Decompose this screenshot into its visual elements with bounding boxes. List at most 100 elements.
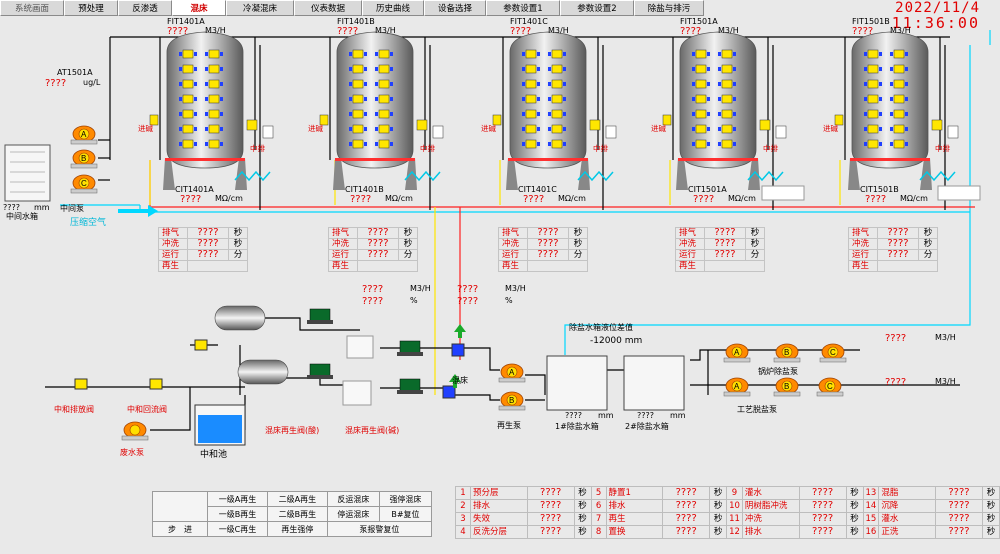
regen-force-stop-button[interactable]: 再生强停	[266, 521, 328, 537]
step-button[interactable]: 步 进	[152, 521, 208, 537]
pump-alarm-reset-button[interactable]: 泵报警复位	[326, 521, 433, 537]
inlet-label-2: 进碱	[481, 124, 496, 133]
step-name: 正洗	[878, 525, 937, 539]
svg-text:B: B	[784, 382, 789, 391]
inlet-label-1: 进碱	[308, 124, 323, 133]
intermediate-pump-label: 中间泵	[60, 204, 84, 213]
fit-unit-4: M3/H	[890, 26, 911, 35]
fit-value-2: ????	[510, 26, 532, 37]
boiler-pump-c[interactable]: C	[819, 343, 847, 363]
b-reset-button[interactable]: B#复位	[378, 506, 433, 522]
stage1a-regen-button[interactable]: 一级A再生	[207, 491, 268, 507]
step-name: 置换	[605, 525, 664, 539]
acid-metering-pump[interactable]	[307, 308, 333, 324]
step-number: 15	[862, 512, 880, 526]
step-unit: 秒	[845, 486, 864, 500]
param-value: ????	[704, 227, 746, 239]
step-name: 冲洗	[741, 512, 800, 526]
svg-text:A: A	[509, 368, 515, 377]
step-number: 4	[455, 525, 471, 539]
intermediate-pump-b[interactable]: B	[70, 149, 98, 169]
param-label: 排气	[158, 227, 188, 239]
step-number: 10	[726, 499, 743, 513]
param-value: ????	[877, 249, 919, 261]
step-unit: 秒	[845, 512, 864, 526]
acid-transfer-pump[interactable]	[397, 340, 423, 356]
process-pump-b[interactable]: B	[773, 377, 801, 397]
process-pump-c[interactable]: C	[816, 377, 844, 397]
tab-3[interactable]: 混床	[172, 0, 226, 16]
force-stop-mixbed-button[interactable]: 强停混床	[378, 491, 433, 507]
tab-7[interactable]: 设备选择	[424, 0, 486, 16]
param-value: ????	[704, 249, 746, 261]
process-flow-value: ????	[885, 377, 907, 388]
fit-value-0: ????	[167, 26, 189, 37]
boiler-flow-value: ????	[885, 333, 907, 344]
fit-label-0: FIT1401A	[167, 17, 205, 26]
intermediate-pump-a[interactable]: A	[70, 125, 98, 145]
param-label: 运行	[498, 249, 528, 261]
param-unit: 秒	[398, 227, 418, 239]
tab-10[interactable]: 除盐与排污	[634, 0, 704, 16]
clock: 2022/11/4 11:36:00	[892, 1, 980, 31]
tab-8[interactable]: 参数设置1	[486, 0, 560, 16]
boiler-pump-a[interactable]: A	[723, 343, 751, 363]
compressed-air-label: 压缩空气	[70, 218, 107, 228]
alkali-metering-pump[interactable]	[307, 363, 333, 379]
tank2-level-value: ????	[637, 411, 654, 420]
fit-label-3: FIT1501A	[680, 17, 718, 26]
process-pump-a[interactable]: A	[723, 377, 751, 397]
intermediate-pump-c[interactable]: C	[70, 174, 98, 194]
step-number: 16	[862, 525, 880, 539]
cit-value-2: ????	[523, 194, 545, 205]
step-value: ????	[935, 525, 983, 539]
cit-unit-4: MΩ/cm	[900, 194, 928, 203]
inlet-label-0: 进碱	[138, 124, 153, 133]
stage1b-regen-button[interactable]: 一级B再生	[207, 506, 268, 522]
svg-text:B: B	[784, 348, 789, 357]
stop-mixbed-button[interactable]: 停运混床	[326, 506, 380, 522]
fit-unit-0: M3/H	[205, 26, 226, 35]
boiler-flow-unit: M3/H	[935, 333, 956, 342]
alkali-valve-label: 混床再生阀(碱)	[345, 426, 400, 435]
boiler-pump-b[interactable]: B	[773, 343, 801, 363]
step-number: 5	[590, 486, 607, 500]
fit-unit-1: M3/H	[375, 26, 396, 35]
param-label: 再生	[158, 260, 188, 272]
param-unit: 秒	[228, 227, 248, 239]
param-unit: 分	[568, 249, 588, 261]
tab-1[interactable]: 预处理	[64, 0, 118, 16]
at-unit: ug/L	[83, 78, 101, 87]
stage2b-regen-button[interactable]: 二级B再生	[266, 506, 328, 522]
stage2a-regen-button[interactable]: 二级A再生	[266, 491, 328, 507]
step-name: 沉降	[878, 499, 937, 513]
tab-4[interactable]: 冷凝混床	[226, 0, 294, 16]
step-number: 8	[590, 525, 607, 539]
alkali-drum	[237, 359, 289, 385]
regen-pump-b[interactable]: B	[498, 391, 526, 411]
run-mixbed-button[interactable]: 反运混床	[326, 491, 380, 507]
cit-label-3: CIT1501A	[688, 185, 727, 194]
regen-pump-a[interactable]: A	[498, 363, 526, 383]
alkali-transfer-pump[interactable]	[397, 378, 423, 394]
waste-pump[interactable]	[121, 421, 149, 441]
param-label: 再生	[675, 260, 705, 272]
tab-5[interactable]: 仪表数据	[294, 0, 362, 16]
blank-button[interactable]	[152, 491, 208, 522]
tank1-label: 1#除盐水箱	[555, 422, 599, 431]
step-unit: 秒	[573, 486, 592, 500]
tab-9[interactable]: 参数设置2	[560, 0, 634, 16]
tab-2[interactable]: 反渗透	[118, 0, 172, 16]
param-label: 冲洗	[848, 238, 878, 250]
cit-value-1: ????	[350, 194, 372, 205]
tab-6[interactable]: 历史曲线	[362, 0, 424, 16]
cit-value-0: ????	[180, 194, 202, 205]
tab-0[interactable]: 系统画面	[0, 0, 64, 16]
step-value: ????	[526, 499, 575, 513]
stage1c-regen-button[interactable]: 一级C再生	[207, 521, 268, 537]
waste-pump-label: 废水泵	[120, 448, 144, 457]
boiler-pump-label: 锅炉除盐泵	[758, 367, 798, 376]
param-unit: 分	[228, 249, 248, 261]
mixbed-label: 混床	[452, 376, 468, 385]
vessel-params-4: 排气????秒冲洗????秒运行????分再生	[848, 227, 938, 272]
